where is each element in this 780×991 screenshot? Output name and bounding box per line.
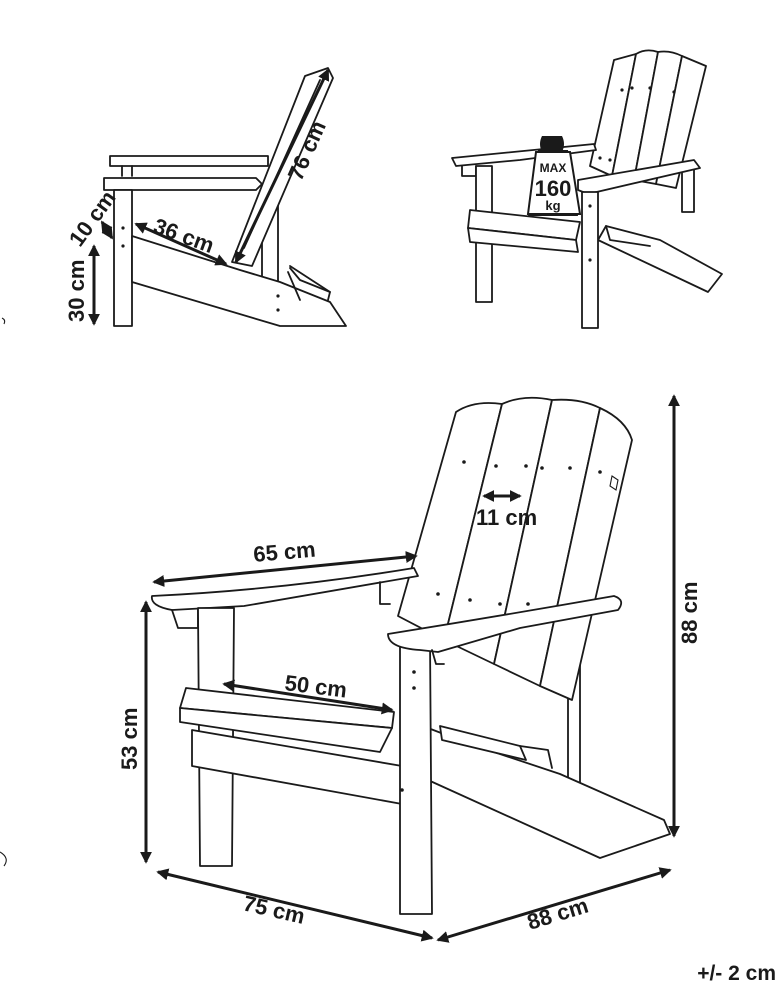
label-seat-width: 50 cm: [283, 670, 348, 702]
weight-unit: kg: [545, 198, 560, 213]
dim-arrow-backrest-length: [234, 68, 330, 264]
weight-value: 160: [535, 176, 572, 201]
dim-arrow-seat-depth: [134, 222, 228, 266]
dim-arrow-depth: [436, 867, 672, 943]
main-view-chair: [150, 396, 671, 915]
dim-arrow-seat-width: [222, 679, 394, 715]
front-view-chair: [451, 49, 723, 329]
label-depth: 88 cm: [524, 893, 591, 935]
label-total-height: 88 cm: [677, 582, 702, 644]
label-armrest-length: 65 cm: [252, 537, 316, 567]
label-seat-height: 30 cm: [64, 260, 89, 322]
weight-max-label: MAX: [540, 161, 567, 175]
dim-arrow-width: [156, 868, 434, 942]
edge-fragment-top: [1, 317, 6, 325]
tolerance-note: +/- 2 cm: [697, 962, 776, 985]
label-armrest-height: 53 cm: [117, 708, 142, 770]
dim-arrow-armrest-above-seat: [100, 220, 114, 240]
dim-arrow-armrest-length: [152, 551, 418, 587]
label-slat-width: 11 cm: [476, 505, 537, 530]
label-armrest-above-seat: 10 cm: [64, 186, 121, 251]
label-width: 75 cm: [241, 891, 307, 929]
edge-fragment-bottom: [0, 851, 7, 867]
